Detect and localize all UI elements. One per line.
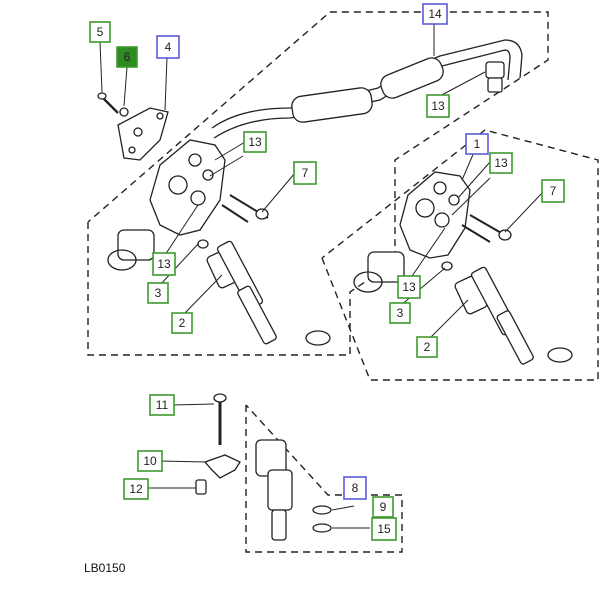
callout-box [89,21,111,43]
callout-2[interactable]: 2 [171,312,193,334]
callout-number: 7 [302,166,309,180]
outline-lower-right-assembly [321,129,599,381]
pump-body-left [107,139,331,346]
callout-number: 15 [377,522,391,536]
callout-12[interactable]: 12 [123,478,149,500]
callout-13[interactable]: 13 [243,131,267,153]
callout-box [116,46,138,68]
callout-box [343,476,367,500]
fuel-pipe [211,39,523,139]
callout-number: 14 [428,7,442,21]
callout-number: 10 [143,454,157,468]
callout-box [371,517,397,541]
callout-box [541,179,565,203]
callout-box [152,252,176,276]
callout-box [426,94,450,118]
callout-14[interactable]: 14 [422,3,448,25]
callout-box [389,302,411,324]
callout-7[interactable]: 7 [541,179,565,203]
callout-box [156,35,180,59]
callout-number: 6 [124,50,131,64]
callout-10[interactable]: 10 [137,450,163,472]
callout-number: 1 [474,137,481,151]
callout-11[interactable]: 11 [149,394,175,416]
callout-box [397,275,421,299]
callout-box [171,312,193,334]
callout-number: 13 [248,135,262,149]
callout-number: 3 [155,286,162,300]
callout-2[interactable]: 2 [416,336,438,358]
callout-number: 8 [352,481,359,495]
callout-13[interactable]: 13 [489,152,513,174]
callout-number: 12 [129,482,143,496]
callout-4[interactable]: 4 [156,35,180,59]
callout-1[interactable]: 1 [465,133,489,155]
outline-injector-assembly [245,404,403,553]
callout-number: 5 [97,25,104,39]
callout-box [137,450,163,472]
callout-box [243,131,267,153]
callout-box [489,152,513,174]
callout-3[interactable]: 3 [389,302,411,324]
callout-box [422,3,448,25]
callout-6[interactable]: 6 [116,46,138,68]
callout-box [149,394,175,416]
callout-box [465,133,489,155]
callout-8[interactable]: 8 [343,476,367,500]
callout-box [123,478,149,500]
callout-box [293,161,317,185]
callout-box [147,282,169,304]
callout-number: 13 [157,257,171,271]
bolt-and-bracket [97,92,169,161]
callout-number: 11 [156,398,169,412]
callout-13[interactable]: 13 [152,252,176,276]
leader-lines [99,22,544,529]
callout-13[interactable]: 13 [397,275,421,299]
callout-number: 13 [402,280,416,294]
callout-3[interactable]: 3 [147,282,169,304]
callout-box [416,336,438,358]
callout-number: 7 [550,184,557,198]
callout-number: 13 [431,99,445,113]
callout-number: 9 [380,500,387,514]
callout-9[interactable]: 9 [372,496,394,518]
callout-number: 13 [494,156,508,170]
callout-7[interactable]: 7 [293,161,317,185]
callout-number: 4 [165,40,172,54]
callout-number: 2 [179,316,186,330]
callout-5[interactable]: 5 [89,21,111,43]
pump-body-right [353,171,573,365]
callout-13[interactable]: 13 [426,94,450,118]
drawing-reference-code: LB0150 [84,561,126,575]
callout-number: 2 [424,340,431,354]
callout-15[interactable]: 15 [371,517,397,541]
injector-parts [195,393,332,541]
callout-number: 3 [397,306,404,320]
callout-box [372,496,394,518]
